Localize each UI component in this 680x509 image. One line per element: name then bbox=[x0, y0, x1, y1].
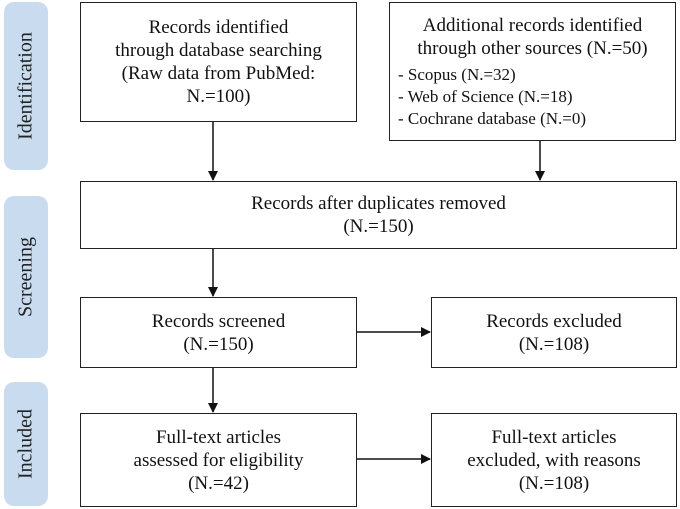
box-database-line-3: (Raw data from PubMed: bbox=[121, 63, 316, 84]
box-database-line-4: N.=100) bbox=[186, 86, 251, 107]
box-screened-line-1: Records screened bbox=[151, 310, 286, 332]
box-excluded-line-2: (N.=108) bbox=[518, 333, 590, 355]
box-other-sources-line-2: through other sources (N.=50) bbox=[417, 37, 648, 59]
phase-identification: Identification bbox=[4, 2, 48, 170]
box-duplicates-line-1: Records after duplicates removed bbox=[251, 193, 506, 214]
box-records-excluded: Records excluded (N.=108) bbox=[431, 297, 677, 368]
phase-included: Included bbox=[4, 382, 48, 506]
box-database-line-2: through database searching bbox=[115, 40, 322, 61]
phase-screening: Screening bbox=[4, 196, 48, 358]
box-database-line-1: Records identified bbox=[148, 17, 289, 38]
box-records-screened: Records screened (N.=150) bbox=[80, 297, 357, 368]
box-fulltext-assessed-line-2: assessed for eligibility bbox=[133, 449, 304, 471]
other-sources-list: - Scopus (N.=32) - Web of Science (N.=18… bbox=[390, 64, 675, 130]
box-duplicates-line-2: (N.=150) bbox=[343, 216, 414, 237]
box-fulltext-assessed: Full-text articles assessed for eligibil… bbox=[80, 413, 357, 507]
other-sources-item: - Cochrane database (N.=0) bbox=[398, 108, 587, 128]
box-fulltext-excluded: Full-text articles excluded, with reason… bbox=[431, 413, 677, 507]
box-excluded-line-1: Records excluded bbox=[486, 310, 622, 332]
box-database-records: Records identified through database sear… bbox=[80, 2, 357, 122]
box-fulltext-excluded-line-1: Full-text articles bbox=[491, 426, 617, 448]
box-fulltext-assessed-line-1: Full-text articles bbox=[155, 426, 282, 448]
box-fulltext-excluded-line-2: excluded, with reasons bbox=[467, 449, 641, 471]
box-fulltext-assessed-line-3: (N.=42) bbox=[188, 472, 249, 494]
box-duplicates-removed: Records after duplicates removed (N.=150… bbox=[80, 181, 677, 249]
other-sources-item: - Web of Science (N.=18) bbox=[398, 86, 573, 106]
box-other-sources-line-1: Additional records identified bbox=[422, 14, 643, 36]
box-fulltext-excluded-line-3: (N.=108) bbox=[518, 472, 590, 494]
other-sources-item: - Scopus (N.=32) bbox=[398, 64, 516, 84]
box-other-sources: Additional records identified through ot… bbox=[389, 2, 676, 141]
box-screened-line-2: (N.=150) bbox=[183, 333, 254, 355]
